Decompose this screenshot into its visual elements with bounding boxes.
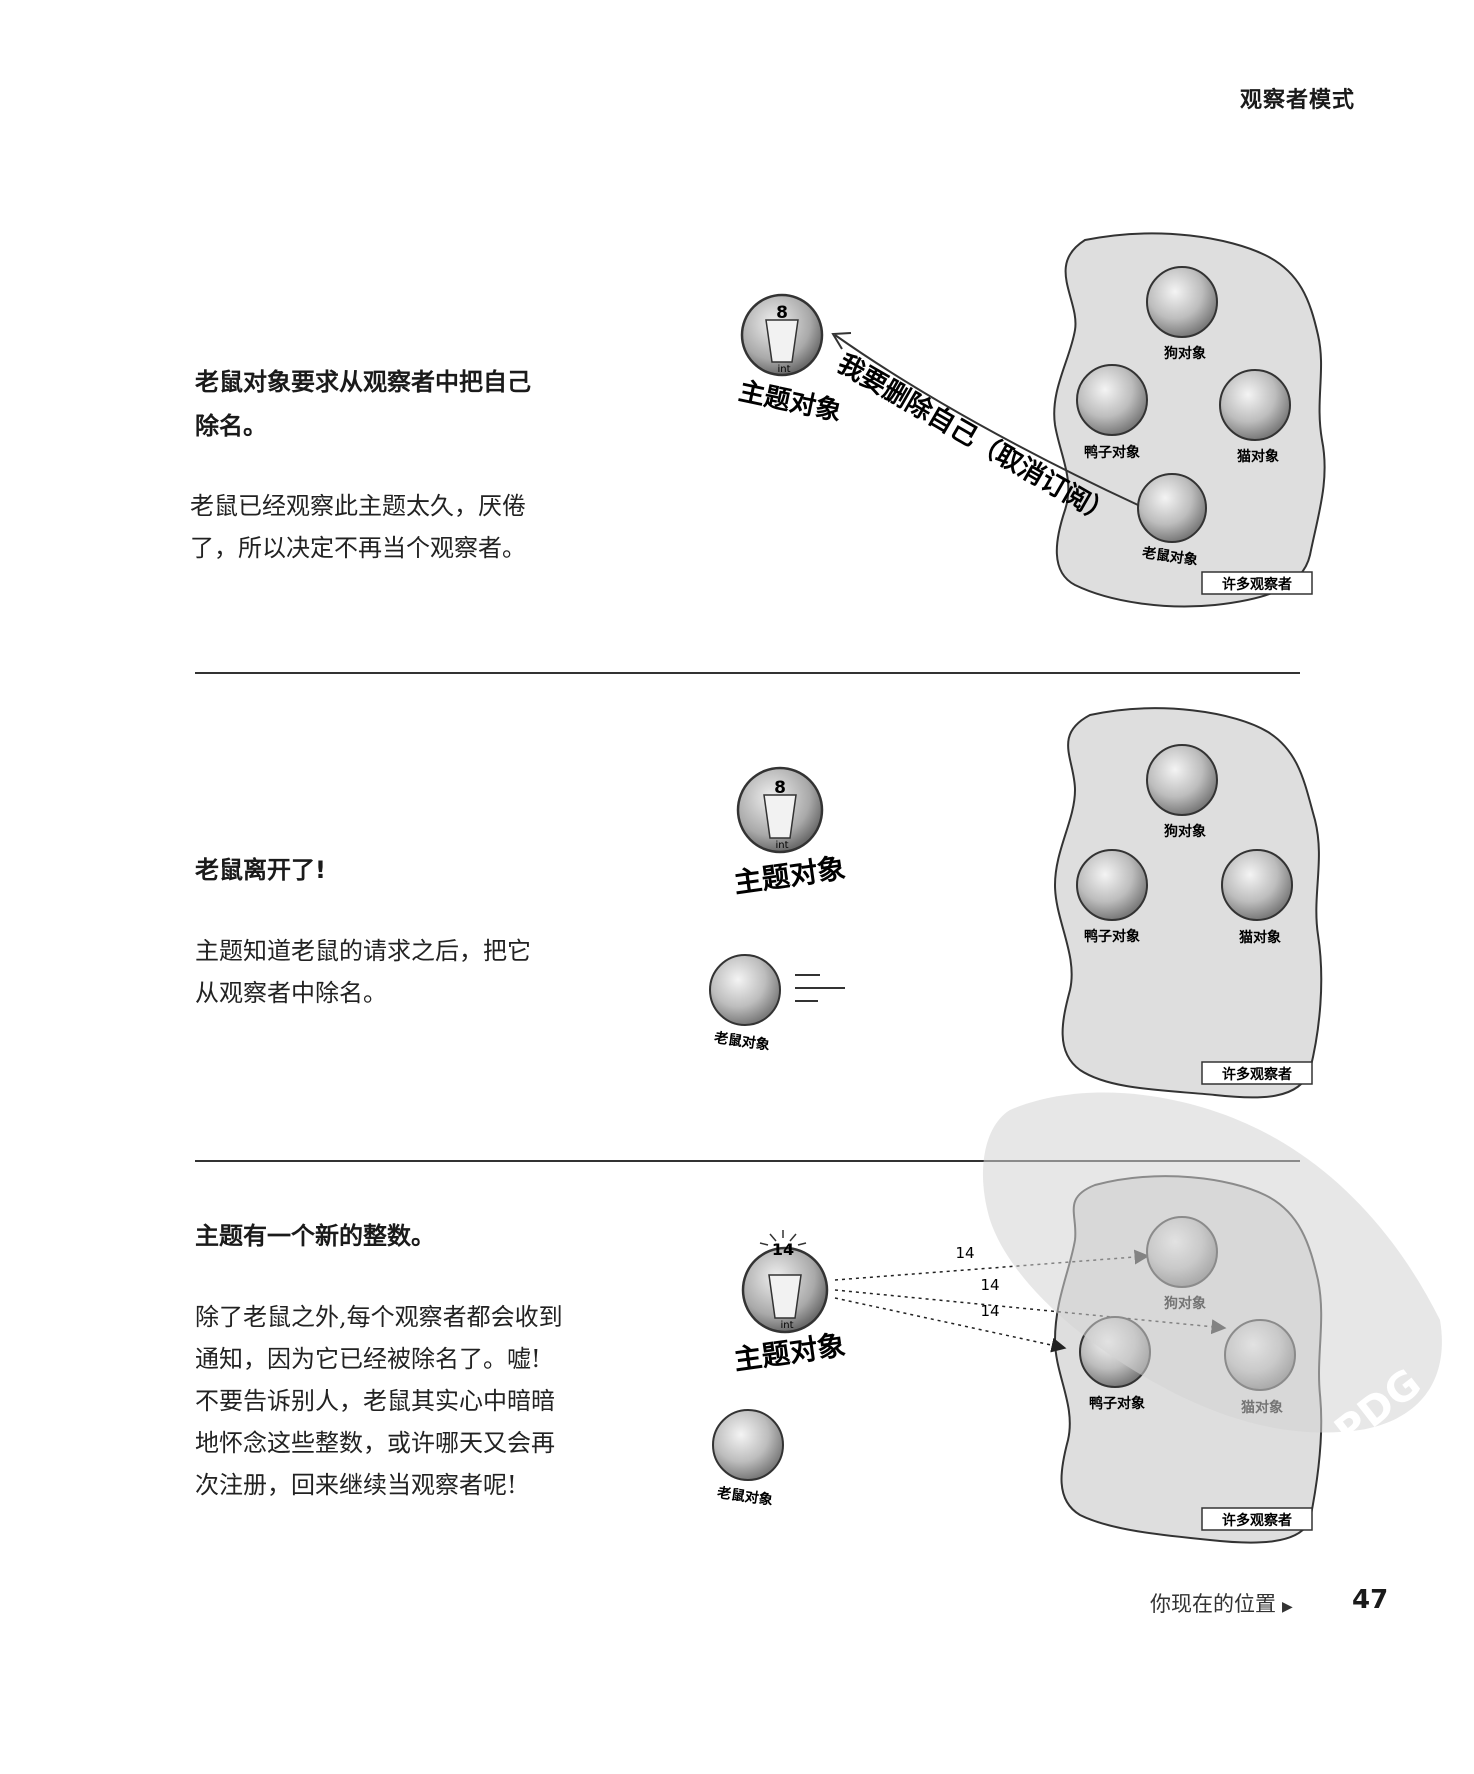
- page-number: 47: [1352, 1585, 1389, 1615]
- notify-value-cat: 14: [980, 1276, 999, 1294]
- subject-object: 14 int: [741, 1230, 829, 1334]
- ding-line: [797, 1242, 807, 1246]
- section-3-heading-line: 主题有一个新的整数。: [195, 1222, 435, 1250]
- observers-blob: [1053, 232, 1326, 608]
- footer-nav[interactable]: 你现在的位置 ▶: [1150, 1588, 1293, 1618]
- subject-label: 主题对象: [732, 851, 848, 899]
- many-observers-box: [1201, 1061, 1313, 1085]
- duck-label: 鸭子对象: [1084, 928, 1140, 945]
- watermark-stamp: PDG: [982, 1092, 1442, 1455]
- dog-observer: 狗对象: [1146, 266, 1218, 362]
- section-1-heading-line: 除名。: [195, 412, 267, 440]
- section-2-body: 主题知道老鼠的请求之后，把它 从观察者中除名。: [195, 930, 625, 1014]
- duck-label: 鸭子对象: [1089, 1395, 1145, 1412]
- subject-value: 14: [772, 1240, 794, 1259]
- section-2-heading: 老鼠离开了!: [195, 848, 615, 892]
- dog-observer: 狗对象: [1146, 744, 1218, 840]
- int-label: int: [777, 364, 790, 375]
- cat-observer: 猫对象: [1221, 849, 1293, 946]
- section-3-body-line: 通知，因为它已经被除名了。嘘!: [195, 1345, 541, 1373]
- section-1-heading-line: 老鼠对象要求从观察者中把自己: [195, 368, 531, 396]
- mouse-label: 老鼠对象: [716, 1484, 774, 1509]
- many-observers-label: 许多观察者: [1222, 1066, 1292, 1083]
- section-3-body: 除了老鼠之外,每个观察者都会收到 通知，因为它已经被除名了。嘘! 不要告诉别人，…: [195, 1296, 645, 1506]
- footer-nav-label: 你现在的位置: [1150, 1592, 1276, 1616]
- duck-label: 鸭子对象: [1084, 444, 1140, 461]
- play-triangle-icon: ▶: [1282, 1599, 1293, 1615]
- subject-object: 8 int: [736, 766, 824, 854]
- diagram-1: 8 int 主题对象 狗对象 鸭子对象 猫对象 老鼠对象 我要删除自己（取消订阅…: [736, 232, 1326, 608]
- ding-line: [769, 1233, 777, 1242]
- many-observers-box: [1201, 1507, 1313, 1531]
- dog-label: 狗对象: [1164, 823, 1206, 840]
- section-3-body-line: 不要告诉别人，老鼠其实心中暗暗: [195, 1387, 555, 1415]
- section-3-body-line: 次注册，回来继续当观察者呢!: [195, 1471, 517, 1499]
- mouse-label: 老鼠对象: [713, 1029, 771, 1054]
- subject-label: 主题对象: [732, 1328, 848, 1376]
- dog-label: 狗对象: [1164, 345, 1206, 362]
- many-observers-box: [1201, 571, 1313, 595]
- section-1-heading: 老鼠对象要求从观察者中把自己 除名。: [195, 360, 615, 448]
- section-1-body: 老鼠已经观察此主题太久，厌倦 了，所以决定不再当个观察者。: [190, 485, 620, 569]
- many-observers-label: 许多观察者: [1222, 1512, 1292, 1529]
- section-divider: [195, 1160, 1300, 1162]
- subject-object: 8 int: [740, 293, 824, 377]
- section-1-body-line: 老鼠已经观察此主题太久，厌倦: [190, 492, 526, 520]
- section-3-body-line: 除了老鼠之外,每个观察者都会收到: [195, 1303, 563, 1331]
- subject-value: 8: [774, 778, 786, 798]
- subject-label: 主题对象: [736, 376, 844, 428]
- duck-observer: 鸭子对象: [1076, 849, 1148, 945]
- running-header: 观察者模式: [1240, 88, 1356, 113]
- section-divider: [195, 672, 1300, 674]
- arrow-head: [831, 332, 852, 350]
- section-3-body-line: 地怀念这些整数，或许哪天又会再: [195, 1429, 555, 1457]
- section-2-body-line: 主题知道老鼠的请求之后，把它: [195, 937, 531, 965]
- section-1-body-line: 了，所以决定不再当个观察者。: [190, 534, 526, 562]
- cat-label: 猫对象: [1237, 448, 1279, 465]
- mouse-observer: 老鼠对象: [1137, 473, 1207, 569]
- diagram-2: 8 int 主题对象 狗对象 鸭子对象 猫对象 老鼠对象 许多观察者: [709, 707, 1323, 1099]
- int-label: int: [775, 840, 788, 851]
- section-2-body-line: 从观察者中除名。: [195, 979, 387, 1007]
- section-3-heading: 主题有一个新的整数。: [195, 1214, 615, 1258]
- unsubscribe-arrow: [834, 334, 1139, 506]
- notify-value-dog: 14: [955, 1244, 974, 1262]
- subject-value: 8: [776, 303, 788, 323]
- int-label: int: [780, 1320, 793, 1331]
- mouse-observer-removed: 老鼠对象: [712, 1409, 784, 1509]
- duck-observer: 鸭子对象: [1076, 364, 1148, 461]
- notify-duck-arrow: [834, 1297, 1067, 1353]
- cat-label: 猫对象: [1239, 929, 1281, 946]
- notify-value-duck: 14: [980, 1302, 999, 1320]
- ding-line: [789, 1233, 797, 1242]
- observers-blob: [1053, 707, 1323, 1099]
- cat-observer: 猫对象: [1219, 369, 1291, 465]
- mouse-observer-leaving: 老鼠对象: [709, 954, 845, 1054]
- section-2-heading-line: 老鼠离开了!: [195, 856, 326, 884]
- watermark-shape: [982, 1092, 1442, 1433]
- many-observers-label: 许多观察者: [1222, 576, 1292, 593]
- ding-line: [759, 1242, 769, 1246]
- notify-cat-arrow: [834, 1289, 1227, 1335]
